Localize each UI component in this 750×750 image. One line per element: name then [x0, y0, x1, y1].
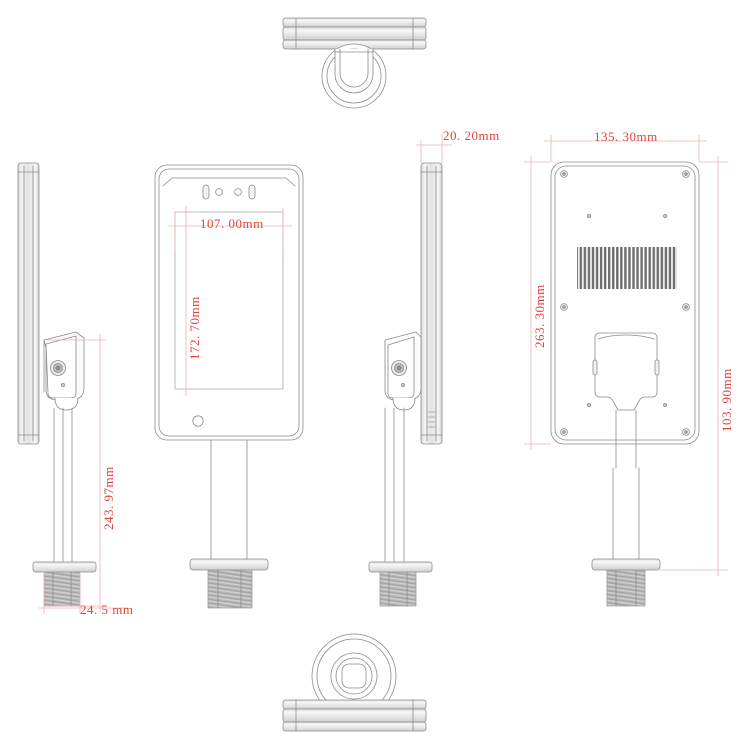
dimension-label-panel-width: 135. 30mm: [594, 129, 658, 144]
dimension-label-base-thread-diameter: 24. 5 mm: [80, 602, 134, 617]
dimension-label-body-depth: 20. 20mm: [443, 128, 500, 143]
dimension-label-screen-width: 107. 00mm: [200, 216, 264, 231]
front-view-geometry: [154, 164, 304, 609]
top-view-geometry: [282, 17, 427, 109]
right-side-view-geometry: [368, 162, 443, 607]
left-side-view-geometry: [17, 162, 97, 607]
dimension-lines: [38, 133, 728, 614]
dimension-label-panel-height: 263. 30mm: [532, 284, 547, 348]
dimension-label-screen-height: 172. 70mm: [187, 296, 202, 360]
dimension-label-mount-height: 103. 90mm: [719, 368, 734, 432]
rear-view-geometry: [550, 161, 700, 607]
dimension-label-stand-height: 243. 97mm: [101, 466, 116, 530]
bottom-view-geometry: [282, 633, 427, 732]
